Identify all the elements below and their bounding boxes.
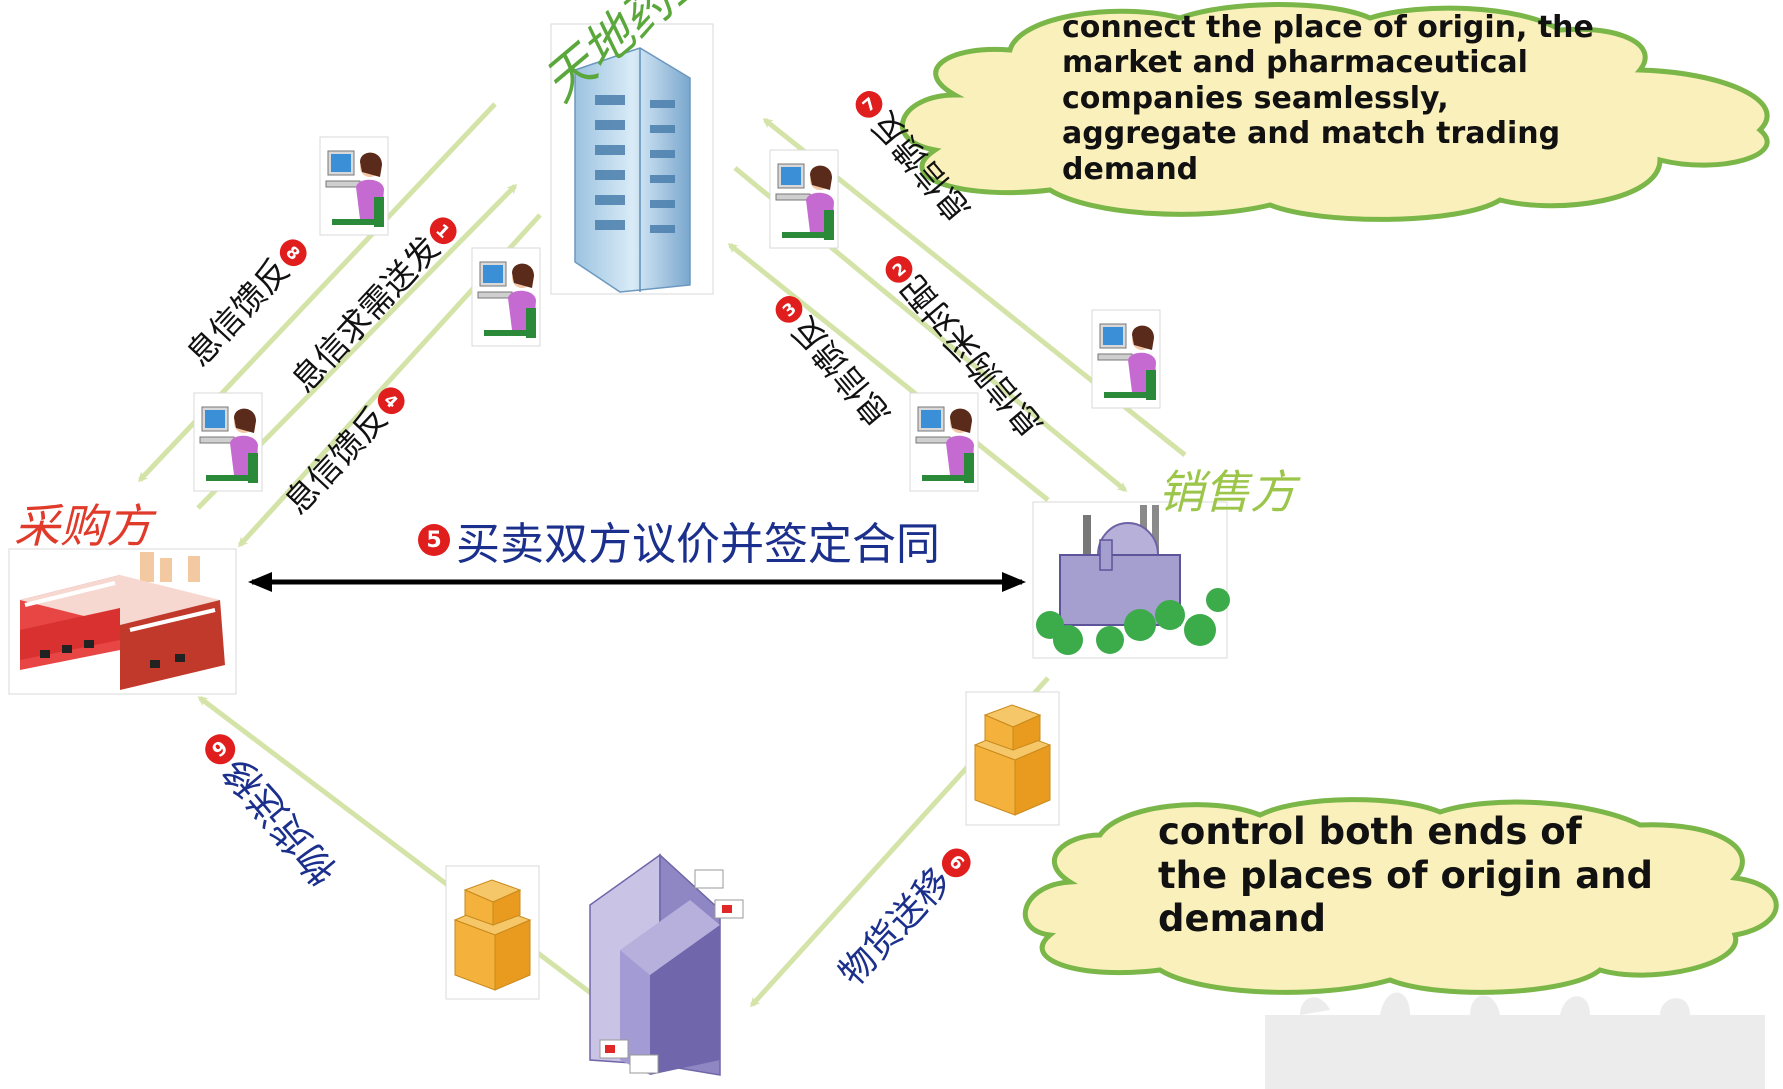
cloud-bottom-line: control both ends of	[1158, 810, 1582, 853]
computer-operator-icon	[769, 149, 839, 249]
buyer-label: 采购方	[14, 499, 152, 553]
cloud-top-line: demand	[1062, 151, 1199, 187]
step-5-text: 买卖双方议价并签定合同	[456, 519, 940, 570]
computer-operator-icon	[193, 392, 263, 492]
cloud-bottom-line: demand	[1158, 897, 1326, 941]
cargo-box-icon	[445, 865, 540, 1000]
cloud-top-line: market and pharmaceutical	[1062, 45, 1528, 81]
arrow-step-8	[137, 102, 497, 483]
cloud-bottom-line: the places of origin and	[1158, 853, 1654, 897]
seller-label: 销售方	[1158, 465, 1296, 519]
cargo-box-icon	[965, 691, 1060, 826]
warehouse-icon	[589, 853, 744, 1076]
computer-operator-icon	[909, 392, 979, 492]
arrow-step-9	[197, 696, 602, 1002]
computer-operator-icon	[319, 136, 389, 236]
step-5-badge: 5	[418, 524, 450, 556]
cloud-bottom	[1022, 797, 1779, 995]
cloud-top	[900, 2, 1770, 222]
arrow-step-3	[727, 243, 1050, 502]
cloud-top-text: connect the place of origin, the market …	[1062, 10, 1594, 187]
computer-operator-icon	[1091, 309, 1161, 409]
step-5-label: 5 买卖双方议价并签定合同	[418, 508, 940, 572]
factory-seller-icon	[1032, 501, 1230, 659]
cloud-top-line: aggregate and match trading	[1062, 116, 1561, 152]
cloud-top-line: companies seamlessly,	[1062, 80, 1449, 116]
factory-buyer-icon	[8, 548, 237, 695]
decorative-plants-icon	[1265, 992, 1765, 1089]
office-building-icon	[550, 23, 714, 295]
computer-operator-icon	[471, 247, 541, 347]
cloud-bottom-text: control both ends of the places of origi…	[1158, 810, 1653, 941]
cloud-top-line: connect the place of origin, the	[1062, 10, 1594, 45]
